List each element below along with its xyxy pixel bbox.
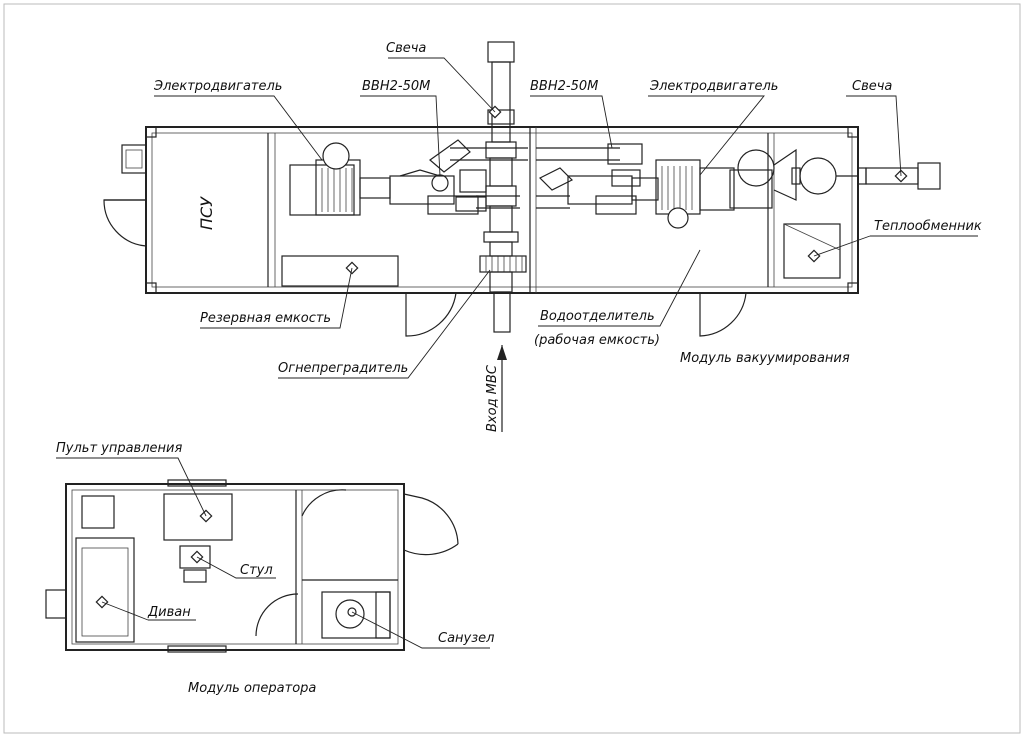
flame-arrester [479,255,527,273]
label-heat-exchanger: Теплообменник [874,219,982,234]
label-inlet: Вход МВС [485,364,500,432]
label-water-separator: Водоотделитель [540,309,655,324]
label-pump-left: ВВН2-50М [362,79,430,94]
label-psu: ПСУ [197,196,216,230]
label-flame-arrester: Огнепреградитель [278,361,408,376]
reserve-tank [281,255,399,287]
vacuum-module [103,41,941,432]
label-svecha-right: Свеча [852,79,892,94]
label-chair: Стул [240,563,273,578]
leaders-vacuum [154,57,978,379]
label-pump-right: ВВН2-50М [530,79,598,94]
label-working-tank: (рабочая емкость) [534,333,660,348]
label-svecha-top: Свеча [386,41,426,56]
label-control-panel: Пульт управления [56,441,182,456]
label-toilet: Санузел [438,631,494,646]
label-sofa: Диван [147,605,191,620]
water-separator [729,169,773,209]
control-panel [163,493,233,541]
right-motor [655,159,701,215]
label-operator-module: Модуль оператора [188,681,316,696]
sofa [75,537,135,643]
sheet-border [3,3,1021,734]
chair [179,545,211,569]
right-vent [917,162,941,190]
operator-module-frame [65,483,405,651]
right-pump [567,175,633,205]
label-motor-right: Электродвигатель [649,79,778,94]
label-reserve-tank: Резервная емкость [200,311,331,326]
vacuum-module-frame [145,126,859,294]
label-vacuum-module: Модуль вакуумирования [680,351,850,366]
left-pump [389,175,455,205]
heat-exchanger [783,223,841,279]
toilet [321,591,391,639]
label-motor-left: Электродвигатель [153,79,282,94]
vent-stack-cap [487,41,515,63]
leaders-operator [56,457,490,649]
